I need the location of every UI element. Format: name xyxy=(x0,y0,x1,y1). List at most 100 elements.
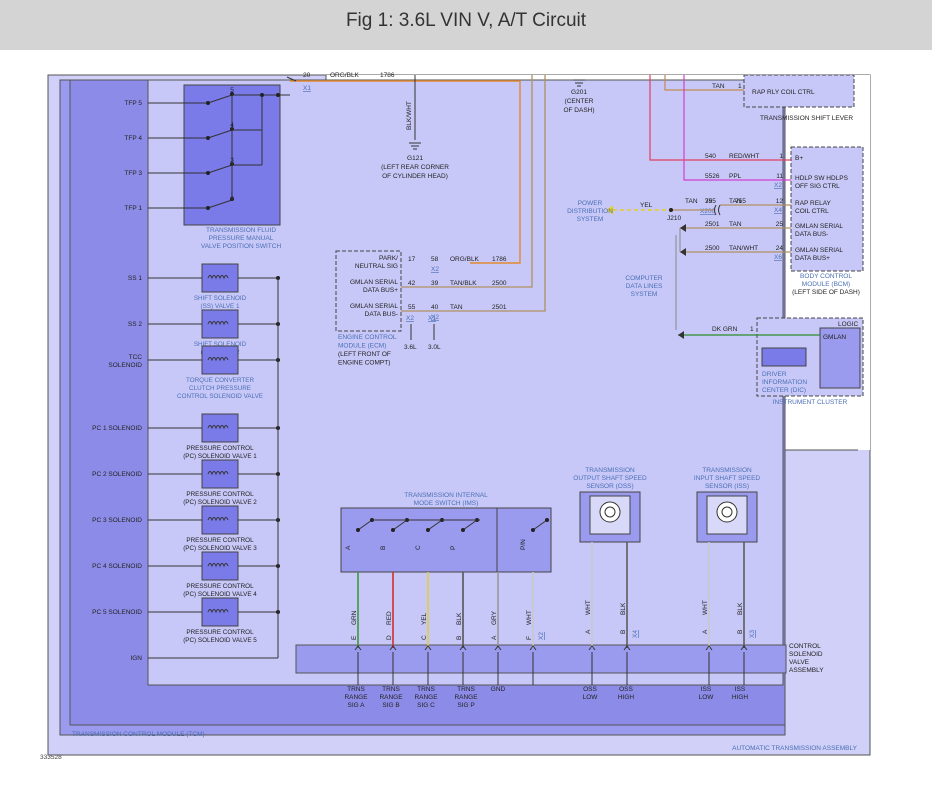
tcm-bottom-pin-label: SIG A xyxy=(348,702,366,709)
ims-contact xyxy=(356,528,360,532)
tcm-title: TRANSMISSION CONTROL MODULE (TCM) xyxy=(72,731,205,738)
wire-color: PPL xyxy=(729,173,742,180)
ground-label: (LEFT REAR CORNER xyxy=(381,164,449,171)
connector-arrow xyxy=(623,645,631,651)
connector-label: X1 xyxy=(428,315,436,322)
ppl-wire-5526 xyxy=(683,75,791,181)
wire-color: BLK xyxy=(620,602,627,615)
connector-arrow xyxy=(529,645,537,651)
bcm-name: (LEFT SIDE OF DASH) xyxy=(792,289,860,296)
tcm-pin-label: SOLENOID xyxy=(108,362,142,369)
wire-circuit: 755 xyxy=(735,198,746,205)
wire-color: GRN xyxy=(351,610,358,625)
tfp-number: 5 xyxy=(230,87,234,94)
wire-pin: C xyxy=(421,635,428,640)
ims-contact xyxy=(391,528,395,532)
wire-color: YEL xyxy=(421,612,428,625)
solenoid-coil xyxy=(207,425,229,430)
ipc-logic-label: LOGIC xyxy=(838,321,859,328)
bcm-pin-label: RAP RELAY xyxy=(795,200,832,207)
tfp-contact xyxy=(206,136,210,140)
tcm-bottom-pin-label: GND xyxy=(491,686,506,693)
dic-label: DRIVER xyxy=(762,371,787,378)
ims-contact xyxy=(426,528,430,532)
engine-variant: 3.6L xyxy=(404,344,417,351)
tcm-pin-label: IGN xyxy=(130,655,142,662)
pin-number: 11 xyxy=(776,173,783,180)
connector-label: X2 xyxy=(431,266,439,273)
solenoid-label: PRESSURE CONTROL xyxy=(186,537,254,544)
tfp-label: VALVE POSITION SWITCH xyxy=(201,243,282,250)
tfp-switch-blade xyxy=(207,129,233,139)
tcm-pin-label: PC 3 SOLENOID xyxy=(92,517,142,524)
ims-contact xyxy=(461,528,465,532)
ecm-pin-number: 42 xyxy=(408,280,416,287)
ims-contact-blade xyxy=(427,519,443,531)
connector-label: X1 xyxy=(303,85,311,92)
solenoid-label: (SS) VALVE 1 xyxy=(201,303,240,310)
ims-contact-blade xyxy=(462,519,478,531)
orange-wire-1786 xyxy=(290,80,521,264)
title-bar: Fig 1: 3.6L VIN V, A/T Circuit xyxy=(0,0,932,50)
figure-title: Fig 1: 3.6L VIN V, A/T Circuit xyxy=(345,10,587,31)
ecm-pin-number: 39 xyxy=(431,280,439,287)
wire-circuit: 1786 xyxy=(380,72,395,79)
tcm-bottom-pin-label: HIGH xyxy=(732,694,749,701)
tcm-pin-label: SS 2 xyxy=(128,321,142,328)
csva-label: ASSEMBLY xyxy=(789,667,824,674)
tfp-label: TRANSMISSION FLUID xyxy=(206,227,276,234)
solenoid-coil xyxy=(207,563,229,568)
ims-contact xyxy=(545,518,549,522)
power-distribution-label: SYSTEM xyxy=(577,216,604,223)
ground-label: G121 xyxy=(407,155,423,162)
tfp-label: PRESSURE MANUAL xyxy=(209,235,274,242)
solenoid-label: TORQUE CONVERTER xyxy=(186,377,254,384)
gmlan-logic-box xyxy=(819,327,861,389)
tcm-bottom-pin-label: RANGE xyxy=(414,694,438,701)
tfp-switch-blade xyxy=(207,164,233,174)
wire-color: ORG/BLK xyxy=(330,72,360,79)
ground-label: G201 xyxy=(571,89,587,96)
wire-pin: B xyxy=(456,636,463,640)
tfp-switch-blade xyxy=(207,94,233,104)
wire-circuit: 1786 xyxy=(492,256,507,263)
wire-color: TAN xyxy=(712,83,725,90)
wire-color: TAN xyxy=(729,198,742,205)
tcm-bottom-pin-label: RANGE xyxy=(454,694,478,701)
tcm-bottom-pin-label: RANGE xyxy=(344,694,368,701)
tcm-bottom-pin-label: LOW xyxy=(583,694,599,701)
tcm-pin-label: TFP 5 xyxy=(124,100,142,107)
data-lines-label: DATA LINES xyxy=(626,283,663,290)
ims-contact-label: C xyxy=(415,545,422,550)
sensor-title: TRANSMISSION xyxy=(585,467,635,474)
pin-number: 1 xyxy=(738,83,742,90)
solenoid-label: (PC) SOLENOID VALVE 1 xyxy=(183,453,257,460)
wire-color: YEL xyxy=(640,202,653,209)
splice-dot xyxy=(260,93,264,97)
bcm-pin-label: COIL CTRL xyxy=(795,208,829,215)
ground-symbol-g121 xyxy=(409,142,421,150)
tcm-bottom-pin-label: HIGH xyxy=(618,694,635,701)
wire-circuit: 2500 xyxy=(705,245,720,252)
bcm-pin-label: DATA BUS- xyxy=(795,231,828,238)
wire-color: TAN xyxy=(729,221,742,228)
solenoid-label: (PC) SOLENOID VALVE 4 xyxy=(183,591,257,598)
tcm-bottom-pin-label: TRNS xyxy=(457,686,475,693)
sensor-coil xyxy=(599,501,621,523)
ground-label: (CENTER xyxy=(565,98,594,105)
ecm-pin-label: GMLAN SERIAL xyxy=(350,279,398,286)
wire-pin: 20 xyxy=(303,72,311,79)
sensor-core xyxy=(721,506,733,518)
ims-title: TRANSMISSION INTERNAL xyxy=(404,492,488,499)
solenoid-coil xyxy=(207,517,229,522)
sensor-title: OUTPUT SHAFT SPEED xyxy=(573,475,647,482)
splice-label: J210 xyxy=(667,215,681,222)
dic-label: INFORMATION xyxy=(762,379,807,386)
ims-contact-label: A xyxy=(345,545,352,550)
data-lines-label: COMPUTER xyxy=(625,275,663,282)
tcm-pin-label: SS 1 xyxy=(128,275,142,282)
connector-label: X200 xyxy=(700,208,716,215)
solenoid-label: SHIFT SOLENOID xyxy=(194,295,247,302)
wire-pin: E xyxy=(351,635,358,640)
tfp-contact xyxy=(206,206,210,210)
